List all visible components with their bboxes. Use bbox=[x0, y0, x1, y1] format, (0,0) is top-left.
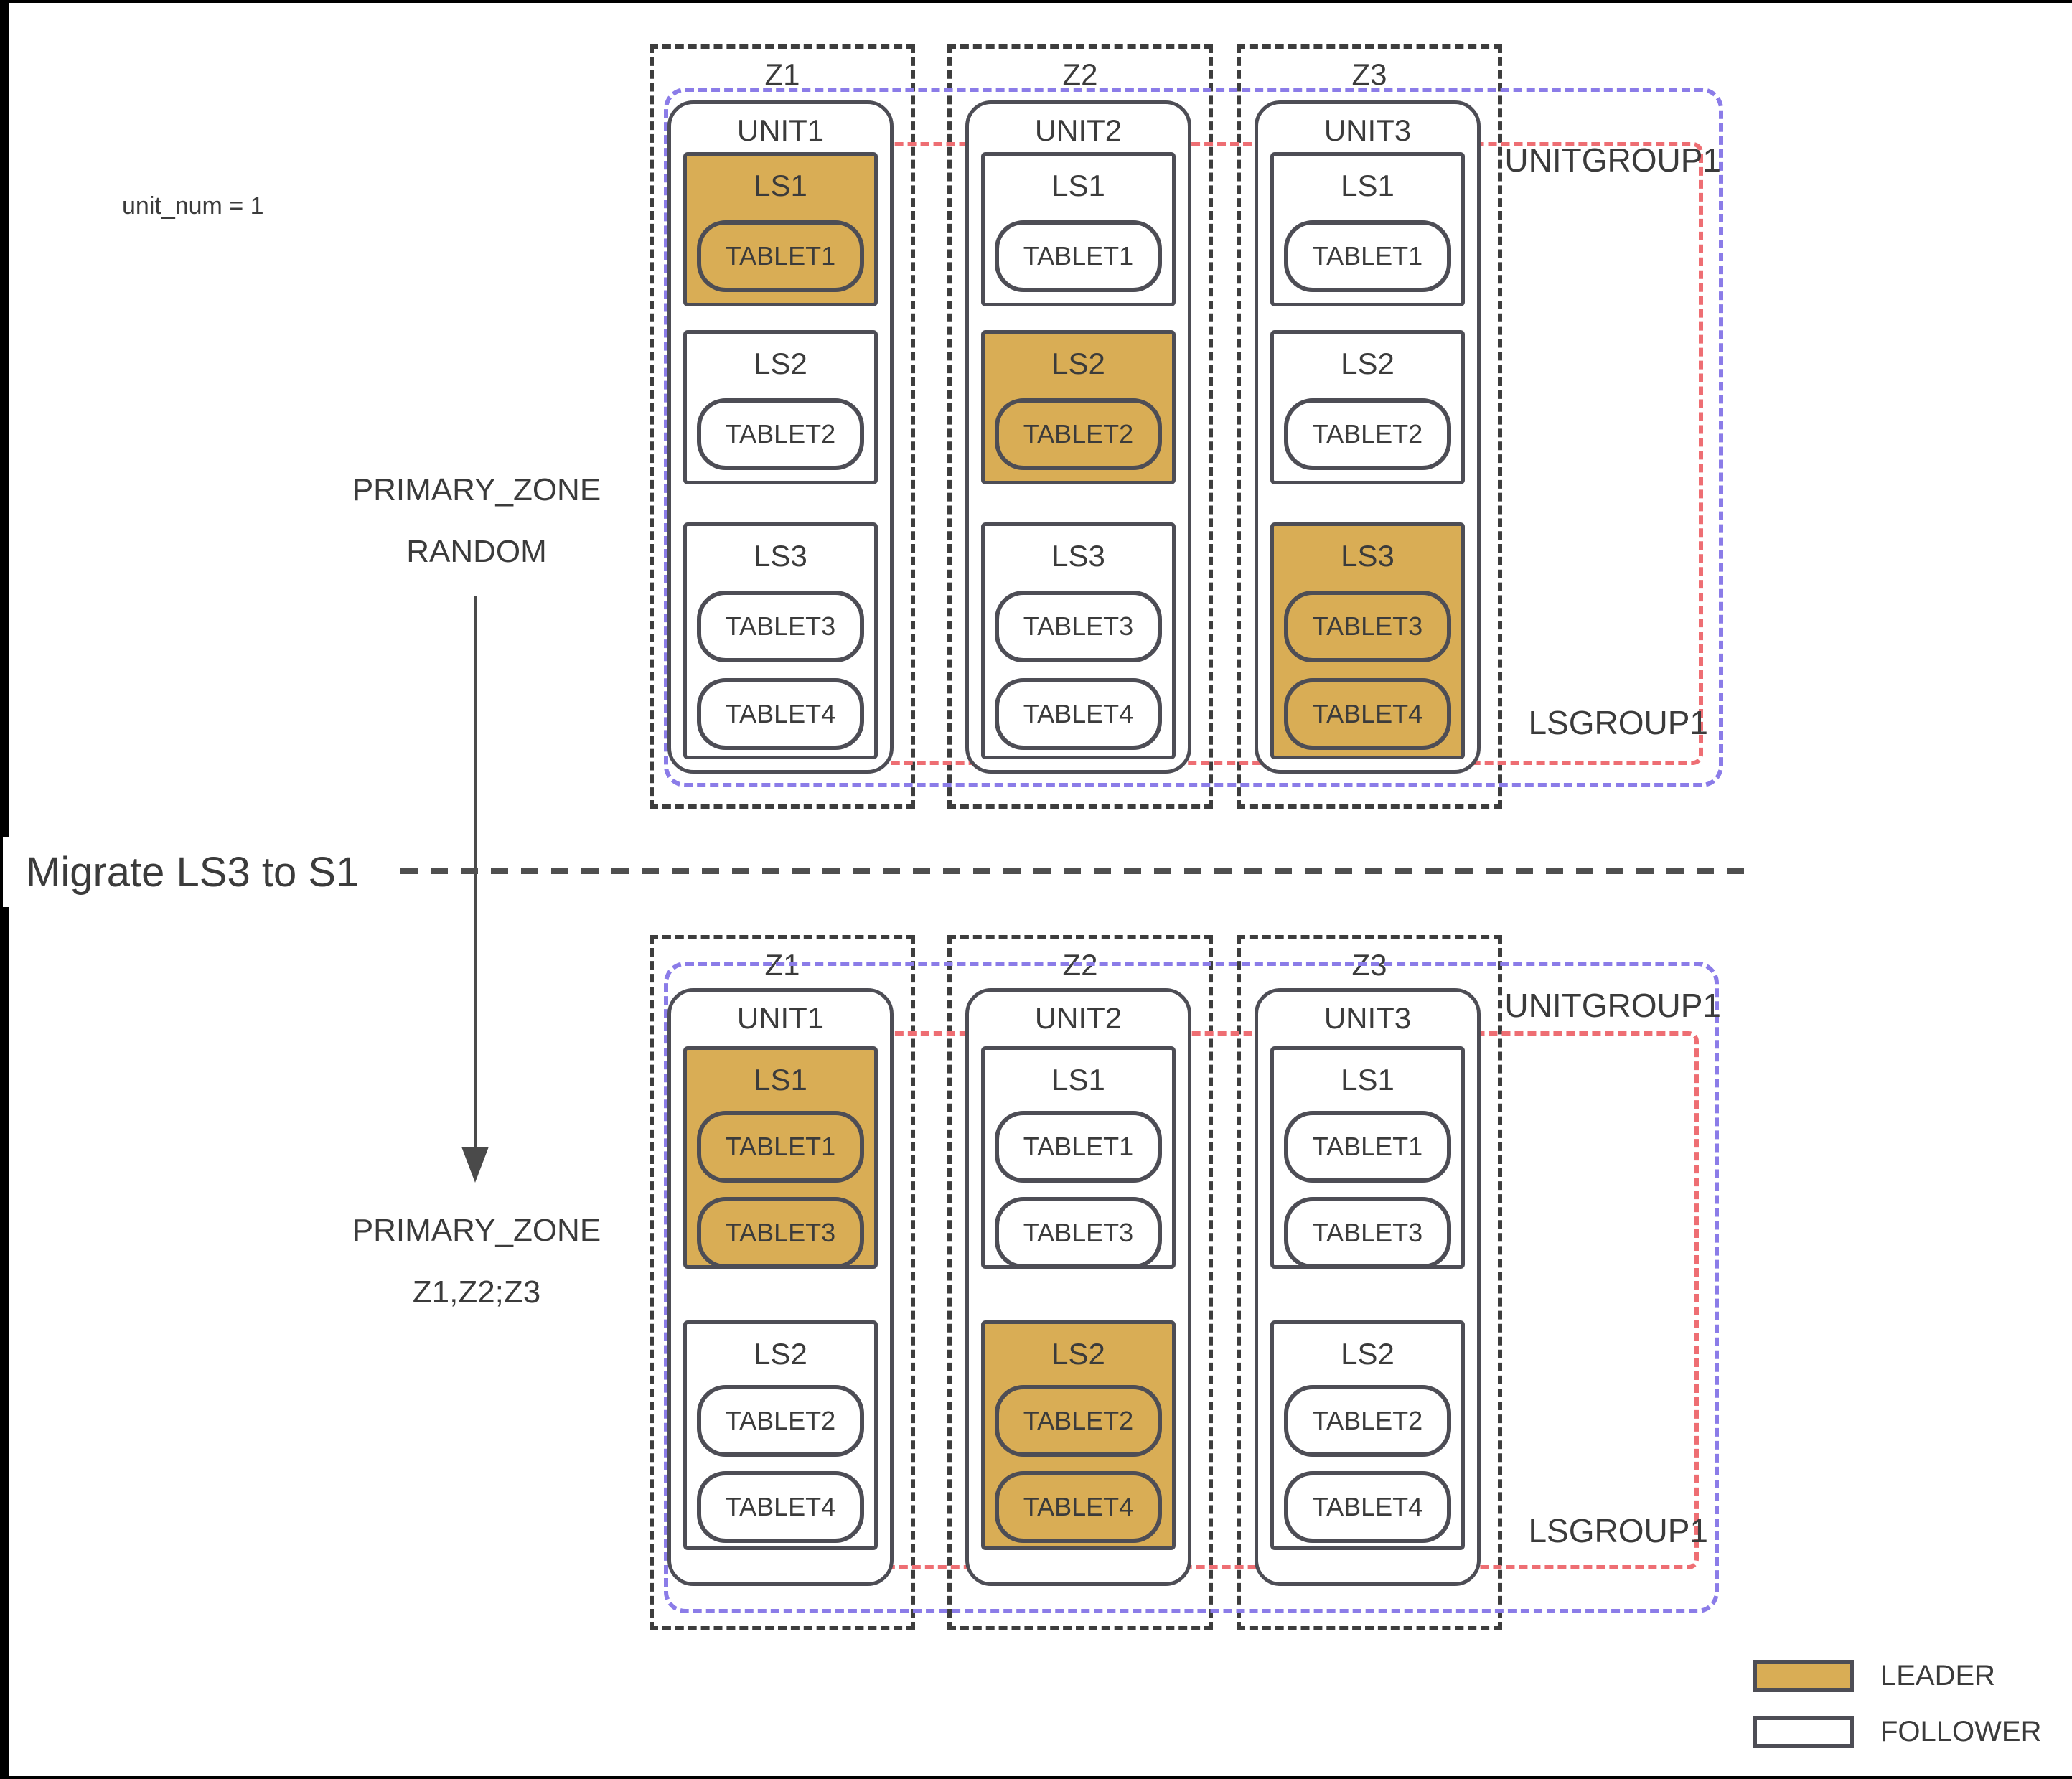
zone-label: Z1 bbox=[764, 57, 800, 91]
unit-label: UNIT3 bbox=[1323, 113, 1412, 147]
tablet-pill: TABLET2 bbox=[995, 1385, 1162, 1457]
tablet-pill: TABLET2 bbox=[1284, 1385, 1451, 1457]
unit-label: UNIT2 bbox=[1034, 1001, 1122, 1035]
zone-box-z2 bbox=[947, 44, 1213, 809]
ls-label: LS1 bbox=[1341, 169, 1394, 202]
ls-box: LS2 TABLET2 TABLET4 bbox=[1270, 1320, 1465, 1550]
tablet-pill: TABLET3 bbox=[1284, 591, 1451, 662]
ls-label: LS1 bbox=[1051, 169, 1105, 202]
tablet-pill: TABLET1 bbox=[995, 1111, 1162, 1183]
ls-label: LS2 bbox=[1341, 1337, 1394, 1371]
tablet-pill: TABLET2 bbox=[697, 1385, 864, 1457]
ls-box: LS2 TABLET2 bbox=[683, 330, 878, 484]
top-border-bar bbox=[0, 0, 2072, 3]
tablet-pill: TABLET1 bbox=[995, 220, 1162, 292]
zone-box-z1 bbox=[650, 44, 915, 809]
ls-label: LS2 bbox=[1341, 347, 1394, 380]
zone-box-z3 bbox=[1237, 44, 1502, 809]
ls-box: LS1 TABLET1 TABLET3 bbox=[981, 1046, 1176, 1269]
ls-label: LS3 bbox=[1341, 539, 1394, 573]
primary-zone-bottom-line1: PRIMARY_ZONE bbox=[352, 1213, 601, 1248]
ls-label: LS1 bbox=[754, 1063, 807, 1097]
ls-box: LS2 TABLET2 bbox=[981, 330, 1176, 484]
zone-label: Z2 bbox=[1062, 57, 1098, 91]
primary-zone-bottom-line2: Z1,Z2;Z3 bbox=[412, 1275, 541, 1310]
unitgroup-label: UNITGROUP1 bbox=[1504, 141, 1721, 179]
tablet-pill: TABLET1 bbox=[1284, 220, 1451, 292]
ls-box: LS2 TABLET2 bbox=[1270, 330, 1465, 484]
tablet-pill: TABLET3 bbox=[995, 591, 1162, 662]
unit-label: UNIT2 bbox=[1034, 113, 1122, 147]
lsgroup-label: LSGROUP1 bbox=[1528, 704, 1708, 741]
ls-box: LS3 TABLET3 TABLET4 bbox=[981, 522, 1176, 759]
unit-num-annotation: unit_num = 1 bbox=[122, 192, 264, 220]
ls-label: LS1 bbox=[1051, 1063, 1105, 1097]
zone-box-z2 bbox=[947, 935, 1213, 1630]
zone-label: Z3 bbox=[1351, 57, 1387, 91]
zone-box-z3 bbox=[1237, 935, 1502, 1630]
zone-box-z1 bbox=[650, 935, 915, 1630]
primary-zone-top-line1: PRIMARY_ZONE bbox=[352, 472, 601, 507]
ls-box: LS1 TABLET1 bbox=[683, 152, 878, 306]
ls-box: LS1 TABLET1 bbox=[981, 152, 1176, 306]
lsgroup-label: LSGROUP1 bbox=[1528, 1512, 1708, 1549]
arrow-down-icon bbox=[461, 1147, 489, 1183]
tablet-pill: TABLET3 bbox=[1284, 1197, 1451, 1269]
unit-label: UNIT3 bbox=[1323, 1001, 1412, 1035]
legend-follower-label: FOLLOWER bbox=[1880, 1715, 2042, 1747]
tablet-pill: TABLET3 bbox=[697, 591, 864, 662]
legend-follower-swatch bbox=[1753, 1716, 1854, 1748]
tablet-pill: TABLET2 bbox=[995, 398, 1162, 470]
ls-box: LS2 TABLET2 TABLET4 bbox=[683, 1320, 878, 1550]
ls-box: LS1 TABLET1 TABLET3 bbox=[1270, 1046, 1465, 1269]
tablet-pill: TABLET1 bbox=[1284, 1111, 1451, 1183]
unitgroup-label: UNITGROUP1 bbox=[1504, 987, 1721, 1024]
tablet-pill: TABLET4 bbox=[697, 678, 864, 750]
tablet-pill: TABLET2 bbox=[697, 398, 864, 470]
ls-box: LS3 TABLET3 TABLET4 bbox=[683, 522, 878, 759]
tablet-pill: TABLET2 bbox=[1284, 398, 1451, 470]
left-border-notch bbox=[3, 837, 9, 907]
ls-label: LS2 bbox=[754, 347, 807, 380]
legend-leader-swatch bbox=[1753, 1660, 1854, 1692]
ls-box: LS1 TABLET1 TABLET3 bbox=[683, 1046, 878, 1269]
ls-label: LS2 bbox=[1051, 1337, 1105, 1371]
section-divider bbox=[400, 868, 1757, 874]
tablet-pill: TABLET3 bbox=[697, 1197, 864, 1269]
tablet-pill: TABLET4 bbox=[1284, 678, 1451, 750]
ls-label: LS1 bbox=[1341, 1063, 1394, 1097]
legend-leader-label: LEADER bbox=[1880, 1659, 1996, 1691]
primary-zone-top-line2: RANDOM bbox=[406, 534, 547, 569]
unit-label: UNIT1 bbox=[736, 1001, 825, 1035]
ls-box: LS2 TABLET2 TABLET4 bbox=[981, 1320, 1176, 1550]
bottom-border-bar bbox=[0, 1776, 2072, 1779]
tablet-pill: TABLET1 bbox=[697, 220, 864, 292]
ls-box: LS3 TABLET3 TABLET4 bbox=[1270, 522, 1465, 759]
unitgroup-box bbox=[664, 962, 1719, 1613]
ls-label: LS2 bbox=[754, 1337, 807, 1371]
tablet-pill: TABLET1 bbox=[697, 1111, 864, 1183]
tablet-pill: TABLET4 bbox=[995, 1471, 1162, 1543]
tablet-pill: TABLET4 bbox=[995, 678, 1162, 750]
ls-label: LS2 bbox=[1051, 347, 1105, 380]
tablet-pill: TABLET4 bbox=[697, 1471, 864, 1543]
migrate-step-label: Migrate LS3 to S1 bbox=[26, 849, 360, 896]
ls-box: LS1 TABLET1 bbox=[1270, 152, 1465, 306]
tablet-pill: TABLET3 bbox=[995, 1197, 1162, 1269]
tablet-pill: TABLET4 bbox=[1284, 1471, 1451, 1543]
unitgroup-box bbox=[664, 88, 1723, 787]
unit-label: UNIT1 bbox=[736, 113, 825, 147]
ls-label: LS3 bbox=[1051, 539, 1105, 573]
ls-label: LS1 bbox=[754, 169, 807, 202]
ls-label: LS3 bbox=[754, 539, 807, 573]
